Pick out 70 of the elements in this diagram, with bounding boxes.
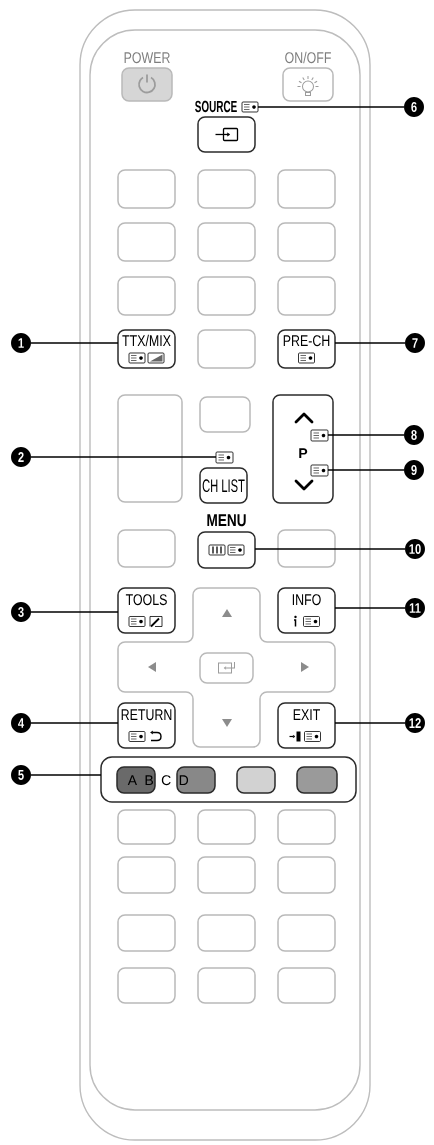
leader-line xyxy=(257,106,405,108)
button xyxy=(197,914,256,952)
button xyxy=(277,856,336,894)
leader-line xyxy=(30,456,217,458)
button xyxy=(197,169,256,209)
button xyxy=(236,766,276,794)
leader-line xyxy=(334,342,406,344)
leader-line xyxy=(30,342,119,344)
teletext-icon xyxy=(215,451,234,464)
callout-number: 9 xyxy=(404,460,424,480)
leader-line xyxy=(30,774,102,776)
button xyxy=(277,529,336,568)
callout-number: 2 xyxy=(11,447,31,467)
button xyxy=(277,169,336,209)
leader-line xyxy=(327,469,405,471)
callout-number: 6 xyxy=(404,97,424,117)
button xyxy=(197,856,256,894)
button xyxy=(116,766,156,794)
callout-number: 3 xyxy=(11,602,31,622)
callout-number: 1 xyxy=(11,333,31,353)
callout-number: 5 xyxy=(11,765,31,785)
button xyxy=(277,809,336,845)
button xyxy=(277,967,336,1004)
leader-line xyxy=(254,548,406,550)
leader-line xyxy=(30,611,119,613)
button xyxy=(117,809,176,845)
rocker-button: P xyxy=(272,394,334,504)
button xyxy=(117,222,176,262)
leader-line xyxy=(334,722,406,724)
teletext-icon xyxy=(310,429,329,442)
button xyxy=(117,529,176,568)
button xyxy=(197,222,256,262)
button xyxy=(176,766,216,794)
button xyxy=(117,856,176,894)
button-label: SOURCE xyxy=(195,100,237,113)
button xyxy=(117,914,176,952)
callout-number: 12 xyxy=(405,713,425,733)
button xyxy=(296,766,338,794)
rocker-button xyxy=(117,394,183,503)
button: RETURN xyxy=(117,702,176,749)
button xyxy=(197,329,256,369)
button: TOOLS xyxy=(117,587,176,634)
button xyxy=(197,967,256,1004)
callout-number: 8 xyxy=(404,425,424,445)
callout-number: 10 xyxy=(405,539,425,559)
teletext-icon xyxy=(310,464,329,477)
teletext-icon xyxy=(241,101,259,113)
button xyxy=(277,276,336,316)
button xyxy=(199,396,251,433)
callout-number: 4 xyxy=(11,713,31,733)
button-label: ON/OFF xyxy=(285,51,331,64)
button xyxy=(197,276,256,316)
button xyxy=(197,809,256,845)
leader-line xyxy=(334,607,406,609)
button xyxy=(117,967,176,1004)
button: PRE-CH xyxy=(277,329,336,369)
button xyxy=(277,222,336,262)
button: EXIT xyxy=(277,702,336,749)
letter-label: A B C D xyxy=(127,775,189,786)
button-label: POWER xyxy=(124,52,170,64)
button-label: MENU xyxy=(207,514,246,527)
leader-line xyxy=(30,722,119,724)
button xyxy=(277,914,336,952)
button: INFO xyxy=(277,587,336,634)
button: CH LIST xyxy=(199,467,248,504)
callout-number: 11 xyxy=(405,598,425,618)
callout-number: 7 xyxy=(405,333,425,353)
button xyxy=(117,169,176,209)
button xyxy=(117,276,176,316)
leader-line xyxy=(327,434,405,436)
